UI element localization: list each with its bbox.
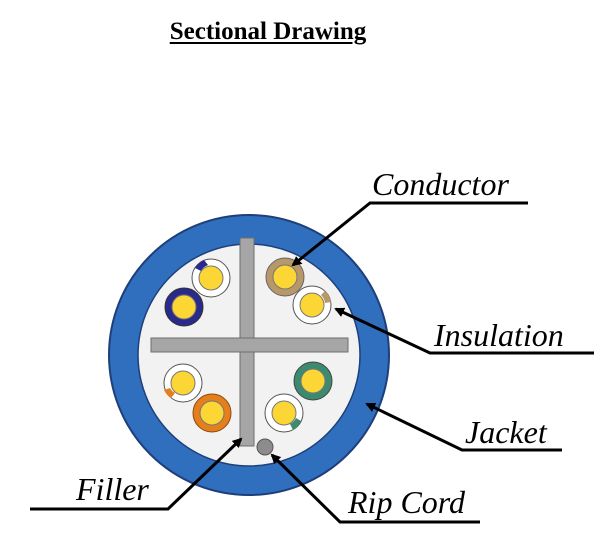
label-rip-cord: Rip Cord bbox=[347, 484, 466, 520]
label-jacket: Jacket bbox=[465, 414, 548, 450]
label-filler: Filler bbox=[75, 471, 149, 507]
callout-rip-cord bbox=[270, 453, 480, 524]
blue-conductor bbox=[164, 287, 204, 327]
blue-white-conductor bbox=[191, 258, 231, 298]
orange-white-conductor bbox=[163, 363, 203, 403]
label-conductor: Conductor bbox=[372, 166, 509, 202]
orange-pair bbox=[163, 363, 232, 433]
callout-filler bbox=[30, 437, 243, 511]
brown-white-conductor bbox=[292, 285, 332, 325]
rip-cord bbox=[256, 438, 274, 456]
green-conductor bbox=[293, 361, 333, 401]
callout-insulation bbox=[334, 307, 594, 355]
page-title: Sectional Drawing bbox=[169, 18, 367, 45]
brown-conductor bbox=[265, 257, 305, 297]
brown-pair bbox=[265, 257, 332, 325]
blue-pair bbox=[164, 258, 231, 327]
callout-jacket bbox=[365, 402, 562, 452]
orange-conductor bbox=[192, 393, 232, 433]
cross-filler bbox=[150, 237, 349, 447]
green-white-conductor bbox=[264, 393, 304, 433]
green-pair bbox=[264, 361, 333, 433]
callout-conductor bbox=[291, 201, 528, 267]
label-insulation: Insulation bbox=[433, 317, 564, 353]
